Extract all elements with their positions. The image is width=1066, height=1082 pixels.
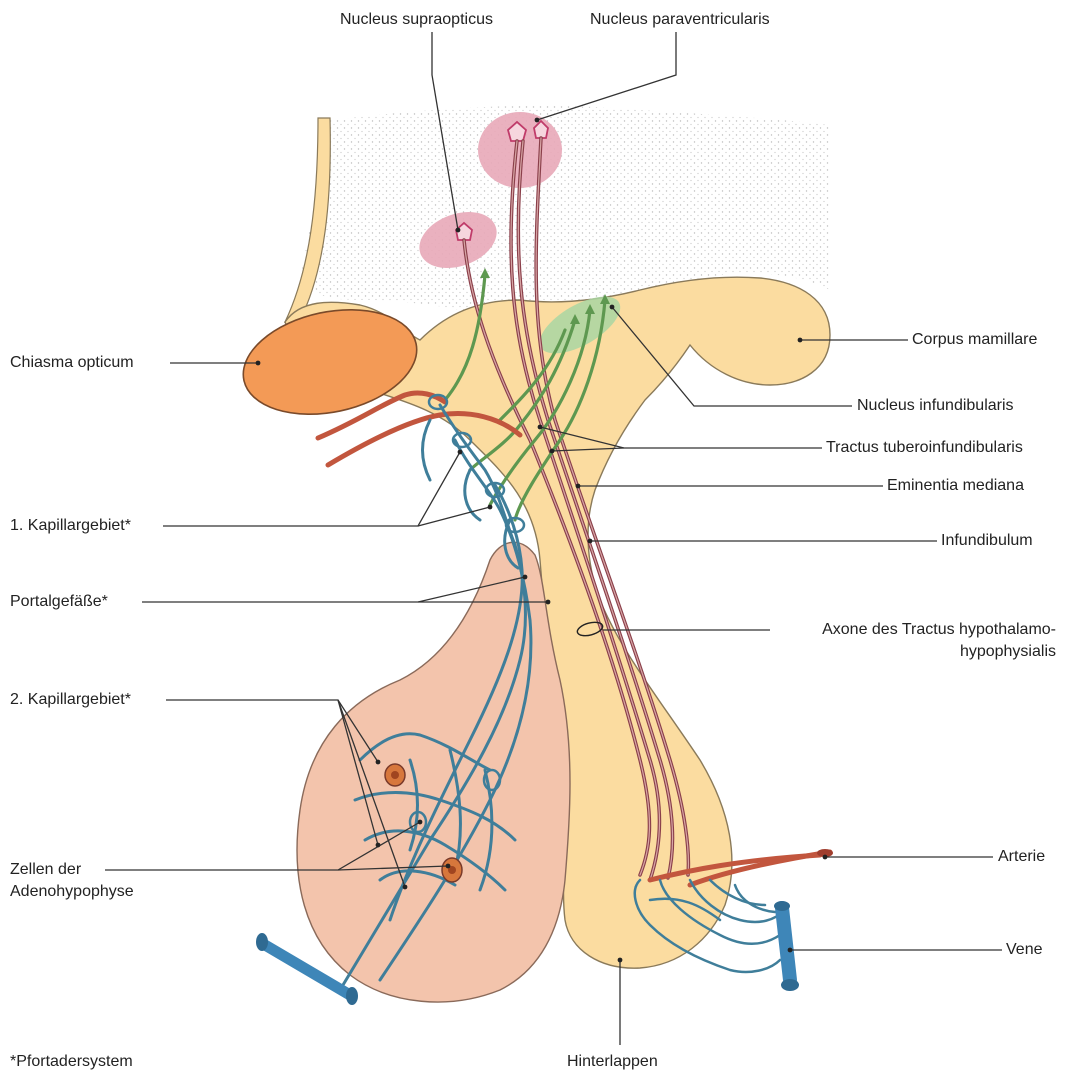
label-zellen-line2: Adenohypophyse: [10, 882, 134, 902]
posterior-lobe-vein: [774, 901, 799, 991]
label-tractus-tuberoinfundibularis: Tractus tuberoinfundibularis: [826, 438, 1023, 458]
footnote-pfortadersystem: *Pfortadersystem: [10, 1052, 133, 1072]
label-nucleus-supraopticus: Nucleus supraopticus: [340, 10, 493, 30]
label-axone-line1: Axone des Tractus hypothalamo-: [774, 620, 1056, 640]
chiasma-opticum-shape: [234, 295, 427, 429]
label-chiasma-opticum: Chiasma opticum: [10, 353, 134, 373]
label-eminentia-mediana: Eminentia mediana: [887, 476, 1024, 496]
label-vene: Vene: [1006, 940, 1042, 960]
label-portalgefaesse: Portalgefäße*: [10, 592, 108, 612]
label-kapillargebiet-1: 1. Kapillargebiet*: [10, 516, 131, 536]
label-corpus-mamillare: Corpus mamillare: [912, 330, 1037, 350]
label-arterie: Arterie: [998, 847, 1045, 867]
label-zellen-line1: Zellen der: [10, 860, 81, 880]
label-axone-line2: hypophysialis: [774, 642, 1056, 662]
label-kapillargebiet-2: 2. Kapillargebiet*: [10, 690, 131, 710]
label-nucleus-infundibularis: Nucleus infundibularis: [857, 396, 1014, 416]
label-nucleus-paraventricularis: Nucleus paraventricularis: [590, 10, 770, 30]
label-hinterlappen: Hinterlappen: [567, 1052, 658, 1072]
label-infundibulum: Infundibulum: [941, 531, 1033, 551]
